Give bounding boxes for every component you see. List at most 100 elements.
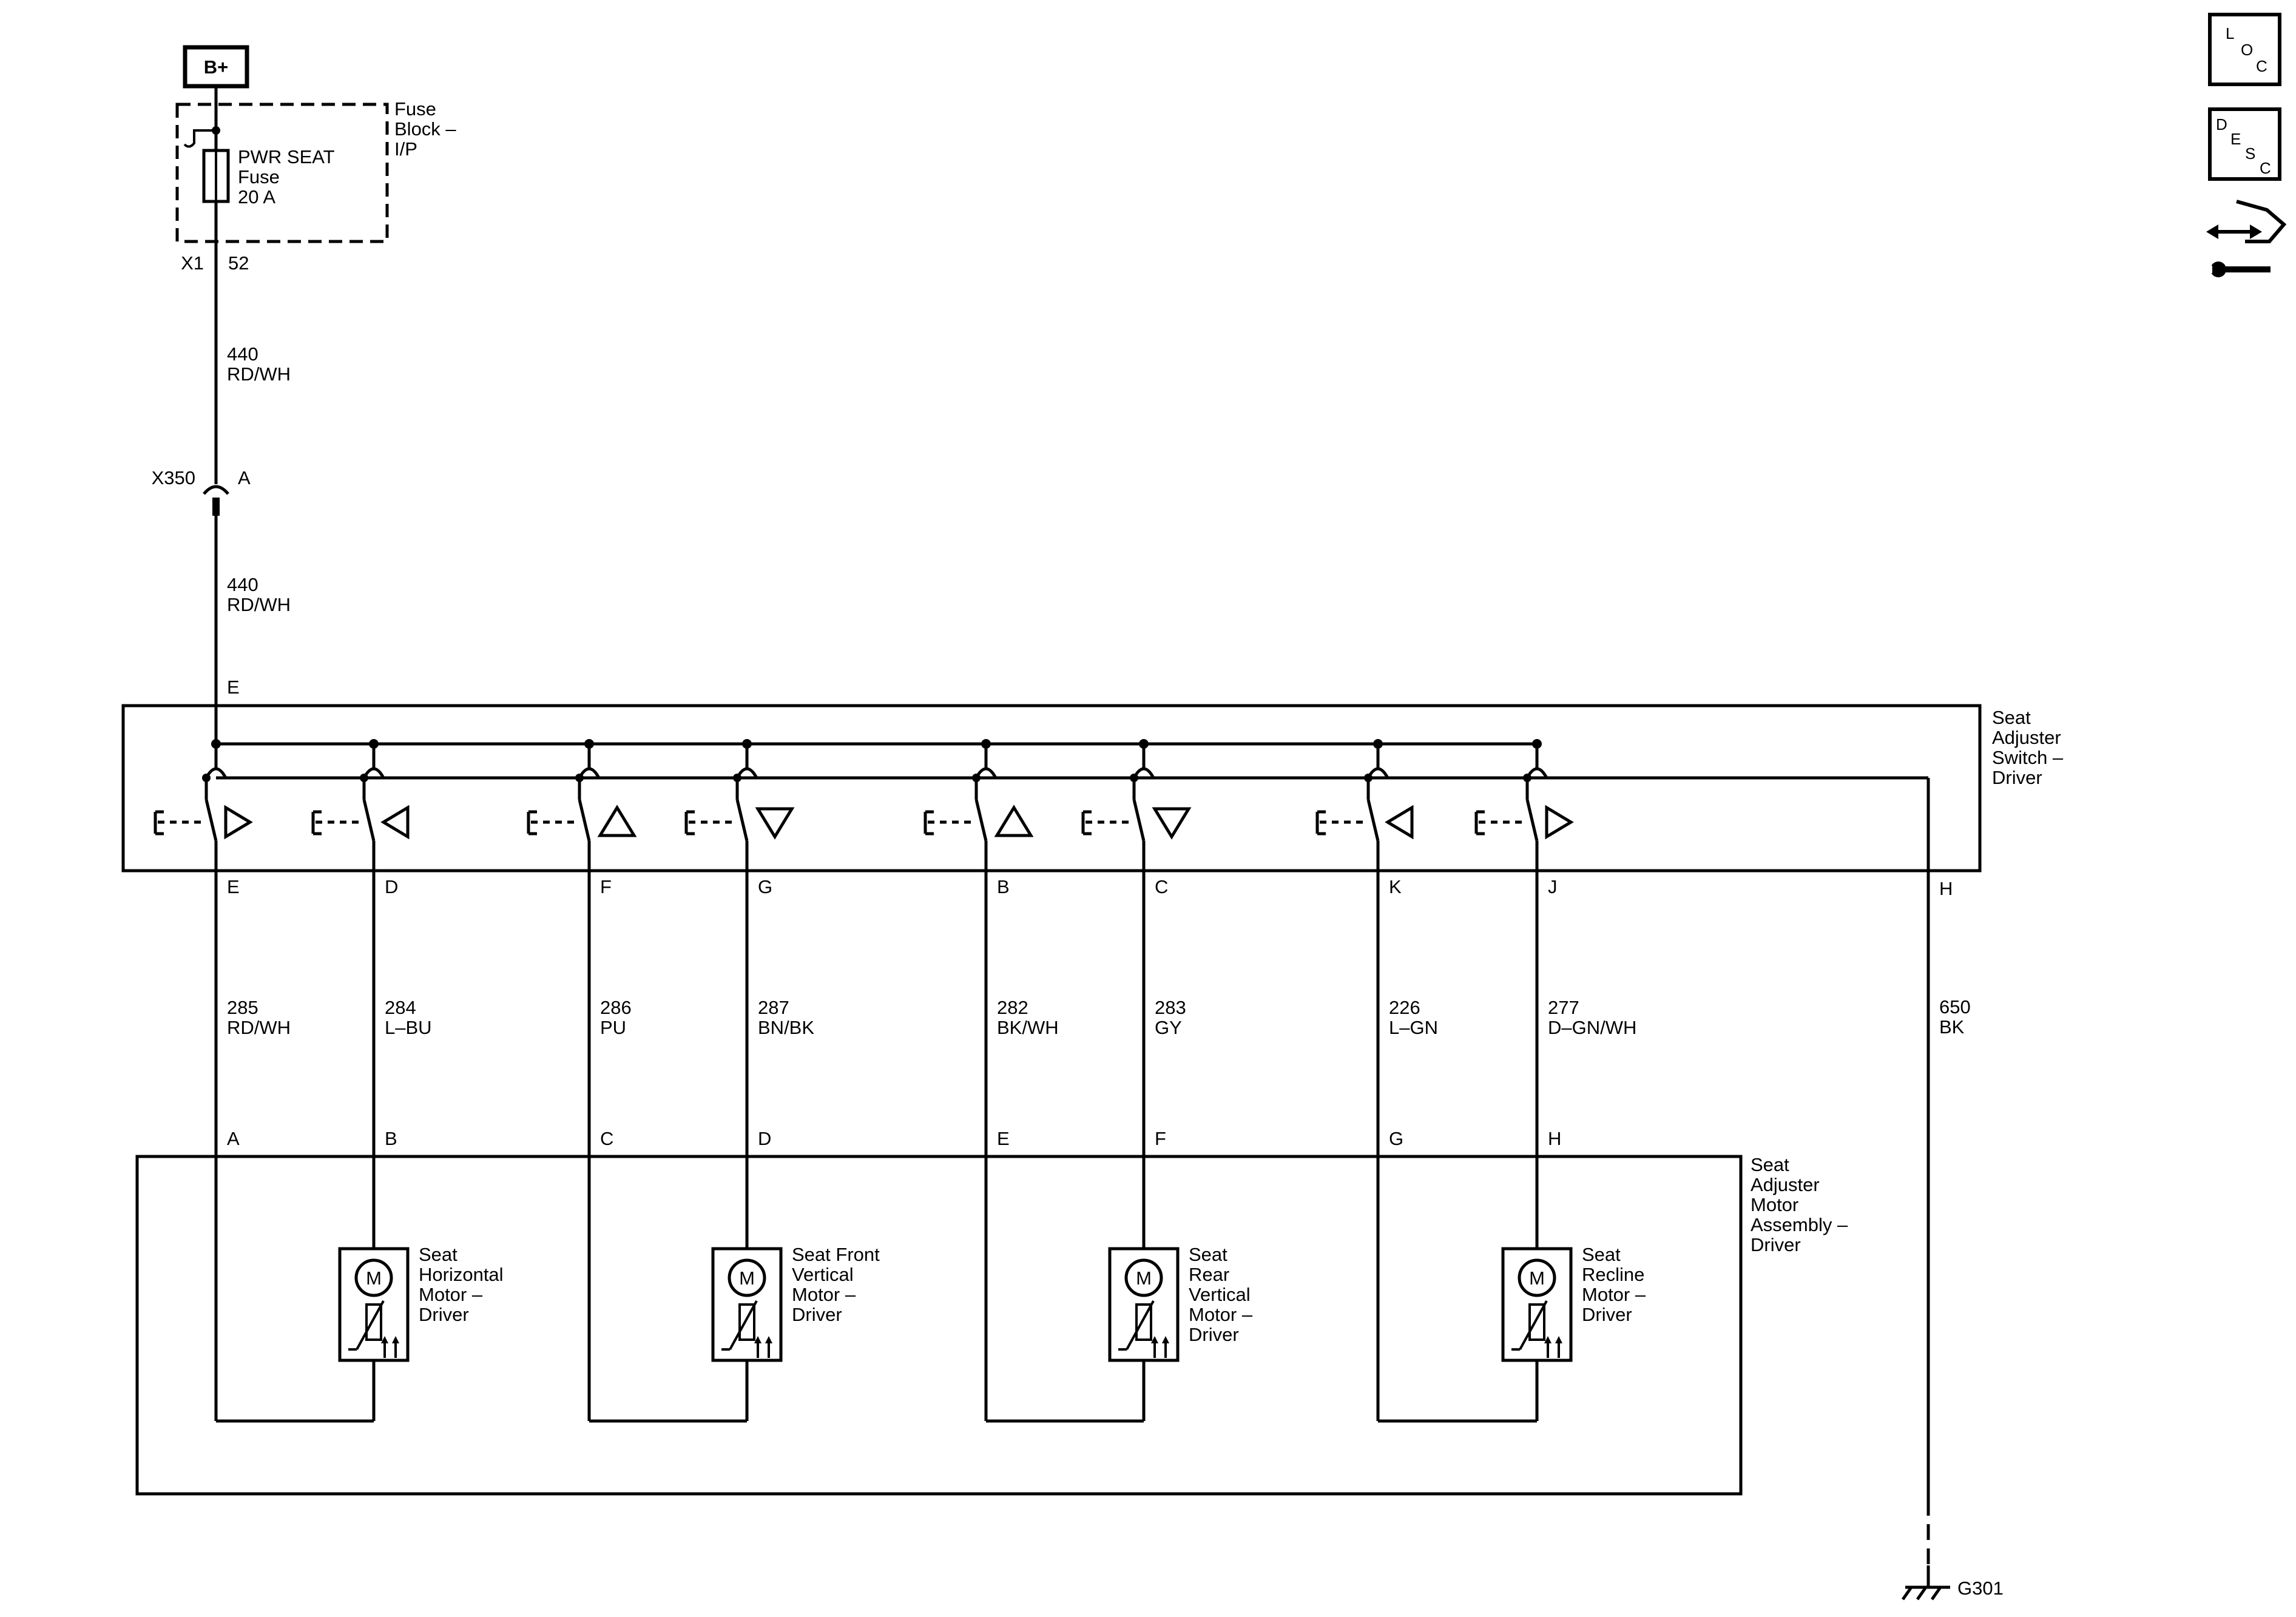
position-sensor-icon [1528,1303,1545,1341]
inline-connector-icon [203,485,229,495]
motor-icon [1518,1258,1556,1297]
switch-label: Seat Adjuster Switch – Driver [1992,707,2068,788]
fuse-block-outline [175,103,389,243]
up-triangle-icon [994,805,1034,837]
switch-pin-label: F [600,876,612,897]
motor-assembly-pin-label: B [385,1128,397,1149]
left-triangle-icon [1385,805,1414,840]
svg-text:C: C [2260,159,2271,177]
svg-text:L: L [2226,24,2234,42]
switch-contact-f [527,739,637,871]
motor-icon [1124,1258,1163,1297]
left-triangle-icon [380,805,410,840]
battery-label: B+ [204,56,229,78]
feed-wire-upper-label: 440 RD/WH [227,343,291,385]
feed-wire-lower-label: 440 RD/WH [227,574,291,615]
motor-assembly-pin-label: H [1548,1128,1561,1149]
right-triangle-icon [224,805,253,840]
switch-pin-label: J [1548,876,1558,897]
motor-symbol: M [1136,1268,1152,1289]
motor-assembly-pin-label: A [227,1128,240,1149]
svg-text:E: E [2230,130,2241,148]
switch-contacts [154,739,1574,871]
switch-contact-b [923,739,1034,871]
motor-symbol: M [739,1268,755,1289]
battery-positive-box: B+ [183,45,249,89]
ground-label: G301 [1957,1578,2004,1599]
motor-assembly-label: Seat Adjuster Motor Assembly – Driver [1751,1154,1853,1255]
fuse-label: PWR SEAT Fuse 20 A [238,146,340,208]
inline-connector-pin: A [238,467,251,488]
arrows-wrench-icon[interactable] [2196,200,2287,277]
switch-contact-e [154,739,253,871]
ground-icon [1901,1565,1950,1601]
motor-assembly-pin-label: E [997,1128,1010,1149]
loc-icon[interactable]: L O C [2208,13,2281,86]
switch-contact-c [1081,739,1192,871]
switch-pin-label: D [385,876,398,897]
switch-contact-j [1474,739,1574,871]
desc-icon[interactable]: D E S C [2208,107,2281,181]
motor-assembly-pin-label: G [1389,1128,1403,1149]
motor-icon [354,1258,393,1297]
motor-assembly-outline [135,1155,1743,1496]
motor-symbol: M [1529,1268,1545,1289]
ground-wire-label: 650 BK [1939,996,1976,1038]
switch-pin-label: B [997,876,1010,897]
motor-assembly-pin-label: F [1155,1128,1166,1149]
switch-contact-g [684,739,795,871]
fuse-block-label: Fuse Block – I/P [394,98,461,160]
motor-symbol: M [366,1268,382,1289]
svg-text:C: C [2256,57,2267,75]
switch-contact-d [311,739,410,871]
switch-feed-pin: E [227,677,240,698]
switch-pin-label: G [758,876,772,897]
switch-pin-label: K [1389,876,1402,897]
inline-connector-label: X350 [152,467,195,488]
down-triangle-icon [755,807,795,840]
motor-assembly-pin-label: C [600,1128,613,1149]
motor-assembly-pin-label: D [758,1128,771,1149]
fuse-block-bus-stub [183,129,216,148]
switch-contact-k [1315,739,1414,871]
fuse-connector-label: X1 [181,252,204,274]
switch-pin-label: C [1155,876,1168,897]
switch-ground-pin: H [1939,878,1953,899]
fuse-pin-label: 52 [228,252,249,274]
svg-text:D: D [2216,115,2227,133]
position-sensor-icon [365,1303,382,1341]
svg-text:S: S [2245,144,2255,163]
switch-outline [121,704,1982,873]
switch-pin-label: E [227,876,240,897]
svg-text:O: O [2241,41,2253,59]
motor-icon [728,1258,766,1297]
right-triangle-icon [1545,805,1574,840]
up-triangle-icon [597,805,637,837]
down-triangle-icon [1152,807,1192,840]
